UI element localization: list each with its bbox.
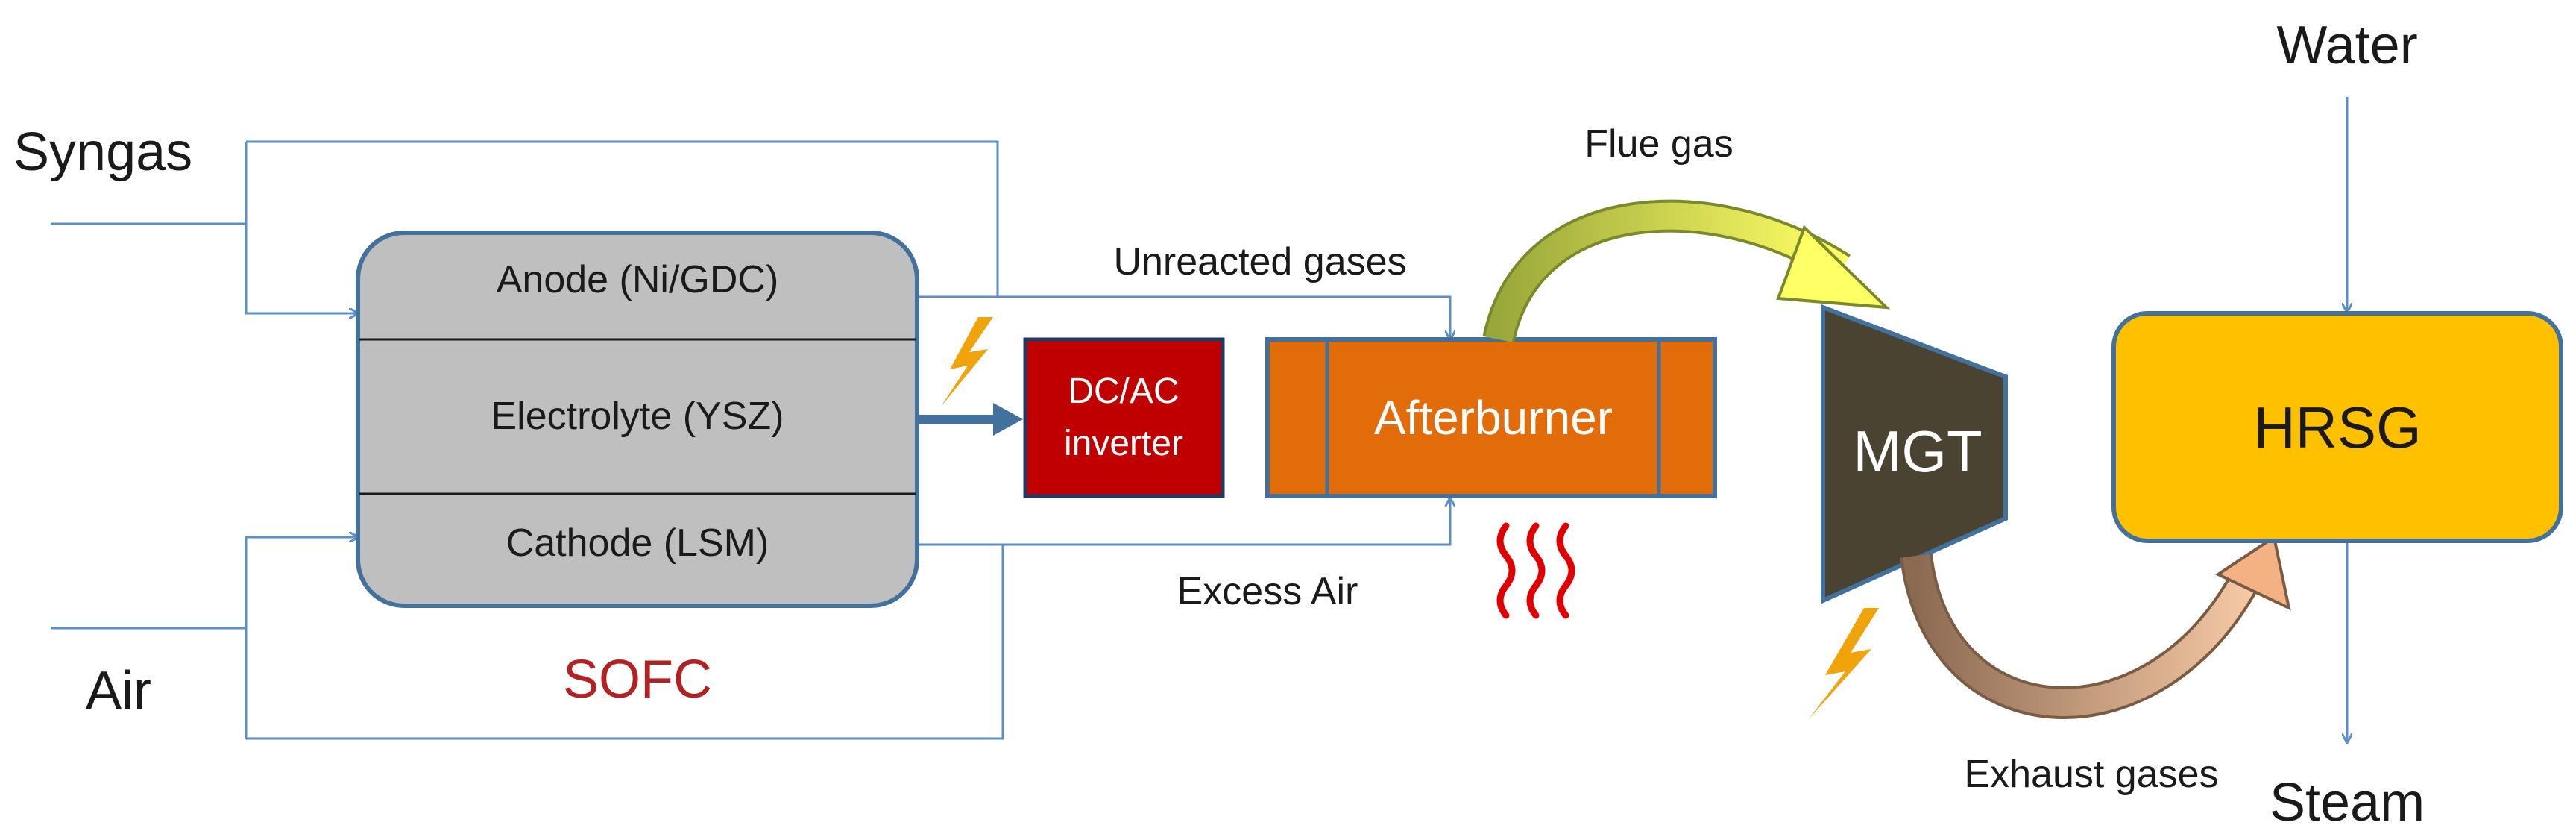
air-branch-line <box>245 537 358 739</box>
excess-air-line <box>917 498 1450 546</box>
excess-air-label: Excess Air <box>1177 570 1358 613</box>
dc-output-arrow <box>917 403 1023 436</box>
syngas-bypass-line <box>246 140 999 297</box>
unreacted-gases-label: Unreacted gases <box>1113 240 1406 283</box>
lightning-bolt-icon <box>1808 608 1879 720</box>
heat-waves-icon <box>1496 522 1575 619</box>
air-bypass-line <box>246 545 1004 740</box>
anode-label: Anode (Ni/GDC) <box>497 258 779 301</box>
flue-gas-arrow <box>1482 199 1891 343</box>
steam-label: Steam <box>2270 773 2425 833</box>
micro-gas-turbine: MGT <box>1821 304 2008 604</box>
inverter-box <box>1023 337 1225 498</box>
sofc-title: SOFC <box>563 650 712 709</box>
syngas-branch-line <box>245 142 358 313</box>
inverter-label-line1: DC/AC <box>1068 372 1179 411</box>
afterburner-label: Afterburner <box>1374 391 1613 445</box>
afterburner-box <box>1265 337 1717 498</box>
afterburner: Afterburner <box>1265 337 1717 498</box>
hrsg-label: HRSG <box>2253 395 2421 460</box>
mgt-label: MGT <box>1853 418 1982 484</box>
air-label: Air <box>86 661 151 721</box>
syngas-label: Syngas <box>13 122 192 182</box>
electrolyte-label: Electrolyte (YSZ) <box>491 395 784 438</box>
hrsg-box <box>2111 311 2563 543</box>
cathode-label: Cathode (LSM) <box>506 521 769 565</box>
flue-gas-label: Flue gas <box>1584 122 1733 166</box>
sofc-stack: Anode (Ni/GDC) Electrolyte (YSZ) Cathode… <box>356 231 919 709</box>
water-label: Water <box>2276 16 2417 75</box>
dc-ac-inverter: DC/AC inverter <box>1023 337 1225 498</box>
unreacted-gases-line <box>917 295 1450 339</box>
exhaust-gases-label: Exhaust gases <box>1964 753 2218 796</box>
mgt-shape <box>1821 304 2008 604</box>
flow-lines <box>51 97 2347 742</box>
lightning-bolt-icon <box>941 317 993 407</box>
hrsg: HRSG <box>2111 311 2563 543</box>
inverter-label-line2: inverter <box>1064 424 1183 463</box>
exhaust-gases-arrow <box>1900 534 2291 719</box>
